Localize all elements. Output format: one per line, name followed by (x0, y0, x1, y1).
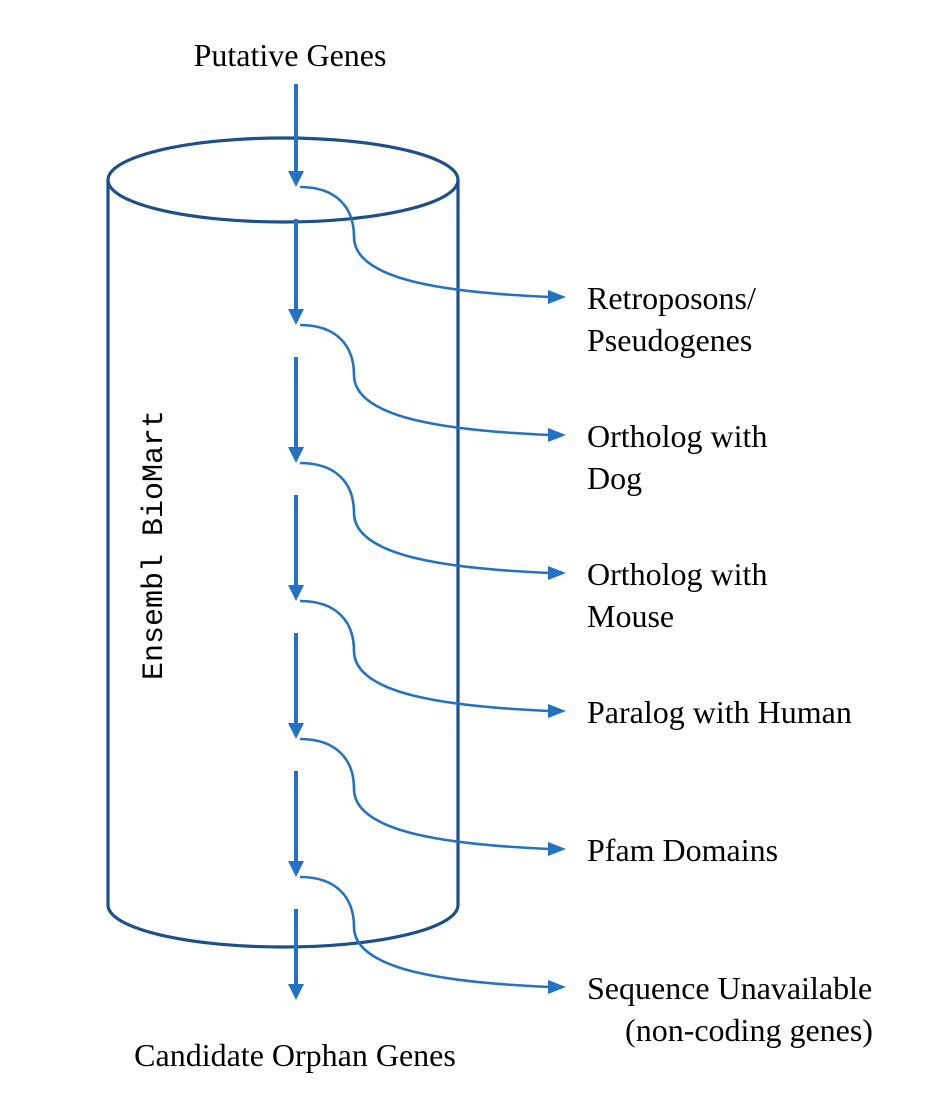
filter-label-6-line-1: Sequence Unavailable (587, 970, 872, 1006)
filter-branch-1 (299, 185, 566, 304)
flow-arrow-4 (288, 495, 304, 601)
filter-label-3-line-2: Mouse (587, 598, 674, 634)
cylinder-body (106, 180, 460, 949)
filter-branch-arrowhead (548, 566, 566, 580)
filter-flow (288, 84, 566, 1000)
filter-branch-curve (299, 323, 551, 437)
flow-arrow-5-head (288, 723, 304, 739)
filter-label-4-line-1: Paralog with Human (587, 694, 852, 730)
input-label: Putative Genes (194, 37, 387, 73)
flow-arrow-6 (288, 771, 304, 877)
flow-arrow-output (288, 909, 304, 1000)
filter-branch-curve (299, 875, 551, 989)
filter-label-3-line-1: Ortholog with (587, 556, 767, 592)
filter-branch-6 (299, 875, 566, 994)
cylinder-top (106, 136, 460, 224)
filter-label-1-line-2: Pseudogenes (587, 322, 752, 358)
filter-label-2-line-1: Ortholog with (587, 418, 767, 454)
flow-arrow-output-head (288, 984, 304, 1000)
filter-branch-arrowhead (548, 290, 566, 304)
filter-branch-2 (299, 323, 566, 442)
filter-branch-arrowhead (548, 842, 566, 856)
filter-branch-arrowhead (548, 980, 566, 994)
filter-branch-curve (299, 185, 551, 299)
output-label: Candidate Orphan Genes (134, 1037, 456, 1073)
filter-label-5-line-1: Pfam Domains (587, 832, 778, 868)
filter-branch-curve (299, 599, 551, 713)
flow-arrow-3-head (288, 447, 304, 463)
database-label: Ensembl BioMart (138, 410, 172, 680)
flow-arrow-3 (288, 357, 304, 463)
flow-arrow-2 (288, 219, 304, 325)
filter-label-2-line-2: Dog (587, 460, 642, 496)
filter-branch-3 (299, 461, 566, 580)
filter-branch-5 (299, 737, 566, 856)
filter-branch-arrowhead (548, 704, 566, 718)
flow-arrow-1-head (288, 171, 304, 187)
filter-label-1-line-1: Retroposons/ (587, 280, 756, 316)
filter-branch-arrowhead (548, 428, 566, 442)
filter-branch-4 (299, 599, 566, 718)
flow-arrow-1 (288, 84, 304, 187)
flow-arrow-5 (288, 633, 304, 739)
database-cylinder (106, 136, 460, 949)
filter-branch-curve (299, 461, 551, 575)
flow-arrow-2-head (288, 309, 304, 325)
filter-label-6-line-2: (non-coding genes) (625, 1012, 873, 1048)
flow-arrow-6-head (288, 861, 304, 877)
filter-branch-curve (299, 737, 551, 851)
flow-arrow-4-head (288, 585, 304, 601)
